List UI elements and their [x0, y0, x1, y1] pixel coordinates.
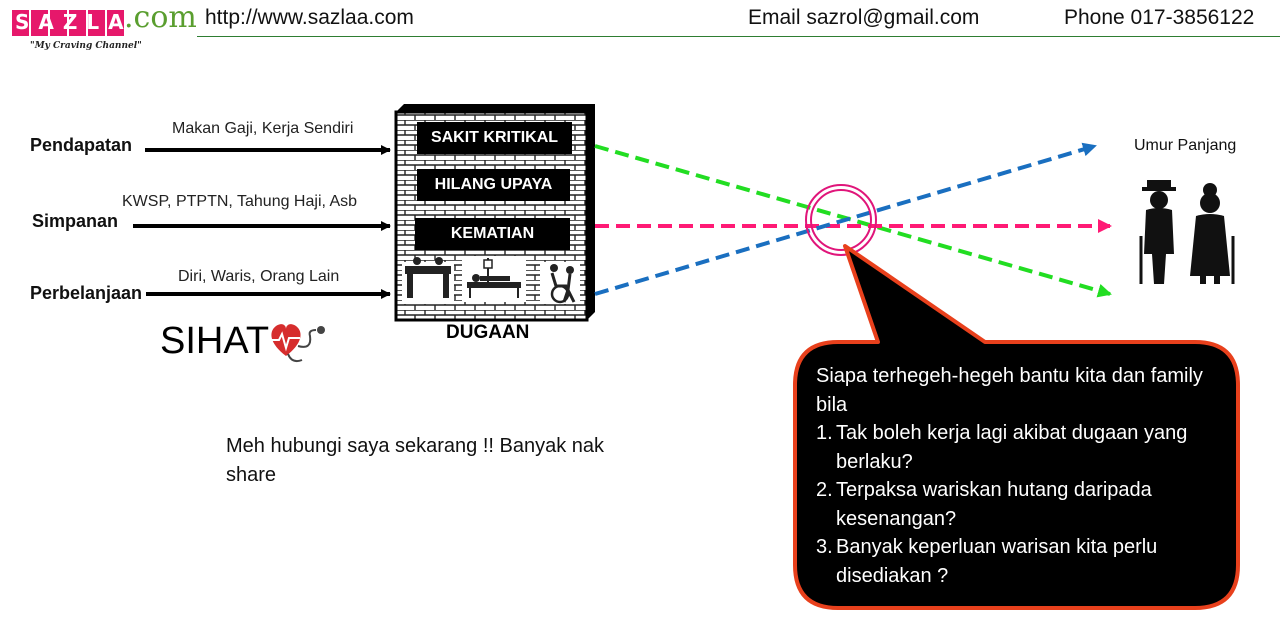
website-link[interactable]: http://www.sazlaa.com: [205, 6, 414, 29]
logo: [12, 10, 124, 36]
header-divider: [197, 36, 1280, 37]
input-caption-perbelanjaan: Diri, Waris, Orang Lain: [178, 268, 340, 285]
wall-label-sakit-kritikal: SAKIT KRITIKAL: [417, 122, 572, 154]
logo-tagline: "My Craving Channel": [30, 41, 142, 51]
wheelchair-icon: [540, 262, 580, 304]
input-label-perbelanjaan: Perbelanjaan: [30, 283, 143, 303]
bubble-item-number: 3.: [816, 536, 833, 558]
bubble-item: 1.Tak boleh kerja lagi akibat dugaan yan…: [816, 419, 1216, 476]
logo-suffix: .com: [124, 0, 197, 35]
bubble-text: Siapa terhegeh-hegeh bantu kita dan fami…: [816, 362, 1216, 590]
input-label-pendapatan: Pendapatan: [30, 135, 133, 155]
logo-letter-boxes: [12, 10, 124, 36]
green-dashed-line: [594, 144, 1112, 298]
bubble-item: 3.Banyak keperluan warisan kita perlu di…: [816, 533, 1216, 590]
bubble-item-number: 2.: [816, 479, 833, 501]
hospital-bed-icon: [462, 256, 526, 302]
email-contact[interactable]: Email sazrol@gmail.com: [748, 6, 980, 29]
bubble-item-number: 1.: [816, 422, 833, 444]
target-ring-icon: [805, 184, 877, 256]
speech-bubble: [793, 244, 1240, 610]
stretcher-icon: [402, 257, 454, 304]
sihat-label: SIHAT: [160, 320, 270, 362]
wall-label-kematian: KEMATIAN: [415, 218, 570, 250]
bubble-intro: Siapa terhegeh-hegeh bantu kita dan fami…: [816, 365, 1203, 416]
bubble-list: 1.Tak boleh kerja lagi akibat dugaan yan…: [816, 419, 1216, 590]
input-caption-pendapatan: Makan Gaji, Kerja Sendiri: [172, 120, 354, 137]
elderly-couple-icon: [1139, 180, 1235, 284]
input-label-simpanan: Simpanan: [32, 211, 119, 231]
phone-contact[interactable]: Phone 017-3856122: [1064, 6, 1255, 29]
input-caption-simpanan: KWSP, PTPTN, Tahung Haji, Asb: [122, 193, 358, 210]
wall-label-hilang-upaya: HILANG UPAYA: [417, 169, 570, 201]
logo-main-text: SAZLAA: [15, 10, 158, 34]
bubble-item: 2.Terpaksa wariskan hutang daripada kese…: [816, 476, 1216, 533]
outcome-label: Umur Panjang: [1134, 137, 1237, 154]
contact-message: Meh hubungi saya sekarang !! Banyak nak …: [226, 435, 605, 486]
blue-dashed-line: [594, 142, 1097, 296]
heart-stethoscope-icon: [271, 324, 325, 363]
bubble-item-text: Tak boleh kerja lagi akibat dugaan yang …: [836, 422, 1188, 473]
bubble-item-text: Banyak keperluan warisan kita perlu dise…: [836, 536, 1158, 587]
wall-caption: DUGAAN: [446, 322, 530, 343]
bubble-item-text: Terpaksa wariskan hutang daripada kesena…: [836, 479, 1152, 530]
